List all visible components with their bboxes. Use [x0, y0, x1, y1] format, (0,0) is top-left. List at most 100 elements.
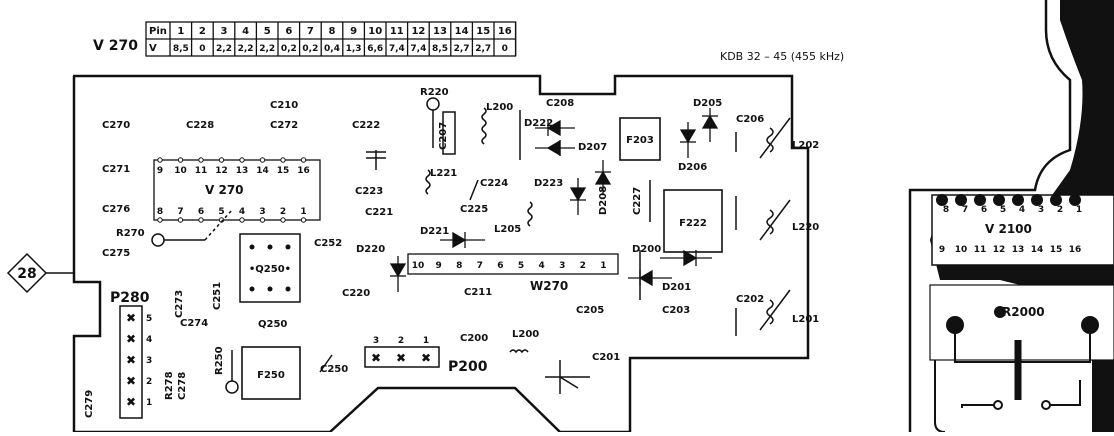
- table-voltage: 6,6: [367, 44, 383, 54]
- ic-pin-number: 2: [280, 207, 286, 217]
- table-voltage: 8,5: [432, 44, 448, 54]
- ic-pin-pad: [198, 217, 204, 223]
- p280-pin-pad: ✖: [126, 395, 136, 409]
- p200-pin-pad: ✖: [396, 351, 406, 365]
- table-pin-number: 8: [329, 26, 336, 37]
- p280-pin-number: 2: [146, 377, 152, 387]
- ic-pin-pad: [259, 217, 266, 223]
- ic-pin-number: 12: [215, 166, 228, 176]
- right-ic-pin-number: 2: [1057, 205, 1063, 215]
- ic-pin-number: 7: [177, 207, 183, 217]
- right-ic-name: V 2100: [985, 222, 1032, 236]
- f203-label: F203: [626, 135, 654, 146]
- label-r220: R220: [420, 87, 449, 98]
- label-c252: C252: [314, 238, 342, 249]
- label-d200: D200: [632, 244, 661, 255]
- p280-pin-pad: ✖: [126, 311, 136, 325]
- p200-pin-pad: ✖: [371, 351, 381, 365]
- right-ic-pad: [1069, 194, 1081, 206]
- symbols: [151, 97, 791, 394]
- table-voltage: 0,2: [281, 44, 297, 54]
- label-l220: L220: [792, 222, 819, 233]
- right-ic-pin-number: 16: [1069, 245, 1082, 255]
- label-d223: D223: [534, 178, 563, 189]
- right-ic-pad: [936, 194, 948, 206]
- table-voltage: 0: [502, 44, 508, 54]
- ic-pin-pad: [259, 157, 266, 163]
- label-r270: R270: [116, 228, 145, 239]
- table-voltage: 2,7: [454, 44, 470, 54]
- f222-body: [663, 189, 723, 253]
- connector-marker: 28: [17, 266, 36, 282]
- label-d222: D222: [524, 118, 553, 129]
- table-voltage: 7,4: [389, 44, 405, 54]
- w270-pin-number: 5: [518, 261, 524, 271]
- label-l205: L205: [494, 224, 521, 235]
- table-voltage: 8,5: [173, 44, 189, 54]
- pin-voltage-table: V 270 KDB 32 – 45 (455 kHz): [93, 21, 844, 63]
- label-l202: L202: [792, 140, 819, 151]
- label-c206: C206: [736, 114, 764, 125]
- label-c208: C208: [546, 98, 574, 109]
- label-l200-top: L200: [486, 102, 513, 113]
- right-ic-pin-number: 13: [1012, 245, 1025, 255]
- w270-pin-number: 9: [435, 261, 441, 271]
- right-ic-pin-number: 7: [962, 205, 968, 215]
- label-c276: C276: [102, 204, 130, 215]
- ic-pin-number: 3: [259, 207, 265, 217]
- ic-pin-pad: [177, 157, 184, 163]
- right-resistor-label: R2000: [1002, 305, 1045, 319]
- ic-pin-pad: [177, 217, 184, 223]
- table-voltage: 2,2: [238, 44, 254, 54]
- label-l221: L221: [430, 168, 457, 179]
- right-ic-pad: [993, 194, 1005, 206]
- p200-pins: 3✖2✖1✖: [371, 336, 431, 365]
- p200-pin-number: 3: [373, 336, 379, 346]
- ic-pin-pad: [280, 217, 286, 223]
- table-pin-number: 5: [264, 26, 271, 37]
- table-pin-number: 10: [368, 26, 382, 37]
- table-pin-number: 1: [177, 26, 184, 37]
- p280-pin-number: 5: [146, 314, 152, 324]
- label-c201: C201: [592, 352, 620, 363]
- right-ic-pad: [1012, 194, 1024, 206]
- ic-pin-number: 4: [239, 207, 245, 217]
- table-pin-number: 7: [307, 26, 314, 37]
- ic-pin-number: 11: [195, 166, 208, 176]
- p200-pin-pad: ✖: [421, 351, 431, 365]
- ic-pin-number: 13: [236, 166, 249, 176]
- label-r250: R250: [214, 346, 225, 375]
- p200-pin-number: 2: [398, 336, 404, 346]
- p280-header: [119, 305, 143, 419]
- p280-pin-pad: ✖: [126, 374, 136, 388]
- label-c275: C275: [102, 248, 130, 259]
- label-l201: L201: [792, 314, 819, 325]
- right-ic-pin-number: 5: [1000, 205, 1006, 215]
- w270-pin-number: 3: [559, 261, 565, 271]
- w270-strip: [407, 253, 619, 275]
- label-c202: C202: [736, 294, 764, 305]
- right-ic-pin-number: 12: [993, 245, 1006, 255]
- label-r278: R278: [164, 371, 175, 400]
- label-c278: C278: [177, 372, 188, 400]
- ic-body: [153, 159, 321, 221]
- w270-pin-number: 1: [600, 261, 606, 271]
- table-pin-number: 16: [498, 26, 512, 37]
- table-pin-number: 15: [476, 26, 490, 37]
- ic-pin-number: 10: [174, 166, 187, 176]
- right-ic-pin-number: 15: [1050, 245, 1063, 255]
- right-board-top-label: l: [1078, 40, 1083, 56]
- label-c228: C228: [186, 120, 214, 131]
- label-d207: D207: [578, 142, 607, 153]
- table-row-header: Pin: [149, 26, 167, 37]
- label-c250: C250: [320, 364, 348, 375]
- f222-label: F222: [679, 218, 707, 229]
- right-ic-pin-number: 8: [943, 205, 949, 215]
- ic-pin-pad: [300, 157, 307, 163]
- ic-pin-number: 14: [256, 166, 269, 176]
- right-ic-pin-number: 9: [939, 245, 945, 255]
